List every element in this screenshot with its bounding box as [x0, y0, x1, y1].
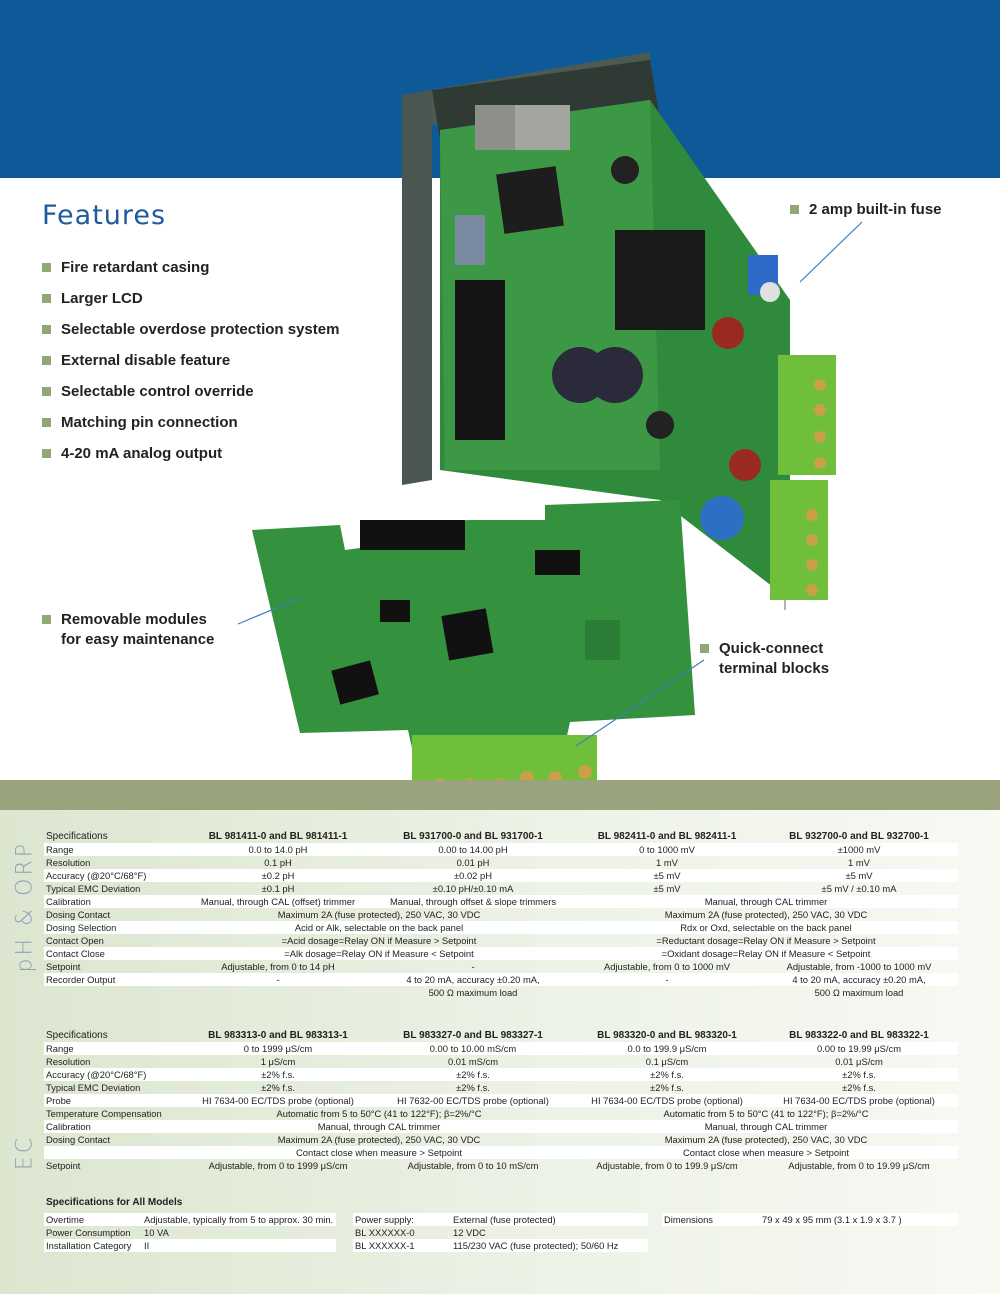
- square-bullet-icon: [42, 449, 51, 458]
- table-row: Typical EMC Deviation±2% f.s.±2% f.s.±2%…: [46, 1082, 876, 1093]
- square-bullet-icon: [42, 615, 51, 624]
- table-row: Contact Open=Acid dosage=Relay ON if Mea…: [46, 935, 876, 946]
- square-bullet-icon: [42, 263, 51, 272]
- table-row: Recorder Output-4 to 20 mA, accuracy ±0.…: [44, 973, 958, 986]
- table-row: Power supply:External (fuse protected): [353, 1213, 648, 1226]
- all-models-title: Specifications for All Models: [46, 1197, 183, 1208]
- header-band: [0, 0, 1000, 178]
- square-bullet-icon: [700, 644, 709, 653]
- square-bullet-icon: [42, 387, 51, 396]
- square-bullet-icon: [42, 418, 51, 427]
- ph-orp-spec-table: Specifications BL 981411-0 and BL 981411…: [44, 830, 958, 999]
- table-row: Typical EMC Deviation±0.1 pH±0.10 pH/±0.…: [46, 883, 897, 894]
- all-models-col-2: Power supply:External (fuse protected) B…: [353, 1213, 648, 1252]
- feature-item: Selectable overdose protection system: [42, 314, 339, 345]
- feature-item: 4-20 mA analog output: [42, 438, 339, 469]
- feature-item: External disable feature: [42, 345, 339, 376]
- ec-spec-table: Specifications BL 983313-0 and BL 983313…: [44, 1029, 958, 1172]
- feature-item: Matching pin connection: [42, 407, 339, 438]
- table-header-row: Specifications BL 981411-0 and BL 981411…: [46, 831, 929, 842]
- square-bullet-icon: [42, 325, 51, 334]
- section-divider: [0, 780, 1000, 810]
- table-row: Accuracy (@20°C/68°F)±0.2 pH±0.02 pH±5 m…: [44, 869, 958, 882]
- feature-item: Fire retardant casing: [42, 252, 339, 283]
- table-row: Contact Close=Alk dosage=Relay ON if Mea…: [44, 947, 958, 960]
- table-row: Accuracy (@20°C/68°F)±2% f.s.±2% f.s.±2%…: [44, 1068, 958, 1081]
- square-bullet-icon: [42, 356, 51, 365]
- feature-item: Larger LCD: [42, 283, 339, 314]
- table-header-row: Specifications BL 983313-0 and BL 983313…: [46, 1030, 929, 1041]
- ec-side-label: EC: [12, 1134, 38, 1171]
- features-title: Features: [42, 200, 167, 231]
- square-bullet-icon: [790, 205, 799, 214]
- ph-orp-side-label: pH & ORP: [12, 840, 38, 973]
- square-bullet-icon: [42, 294, 51, 303]
- features-list: Fire retardant casing Larger LCD Selecta…: [42, 252, 339, 469]
- callout-fuse: 2 amp built-in fuse: [790, 200, 942, 220]
- feature-item: Selectable control override: [42, 376, 339, 407]
